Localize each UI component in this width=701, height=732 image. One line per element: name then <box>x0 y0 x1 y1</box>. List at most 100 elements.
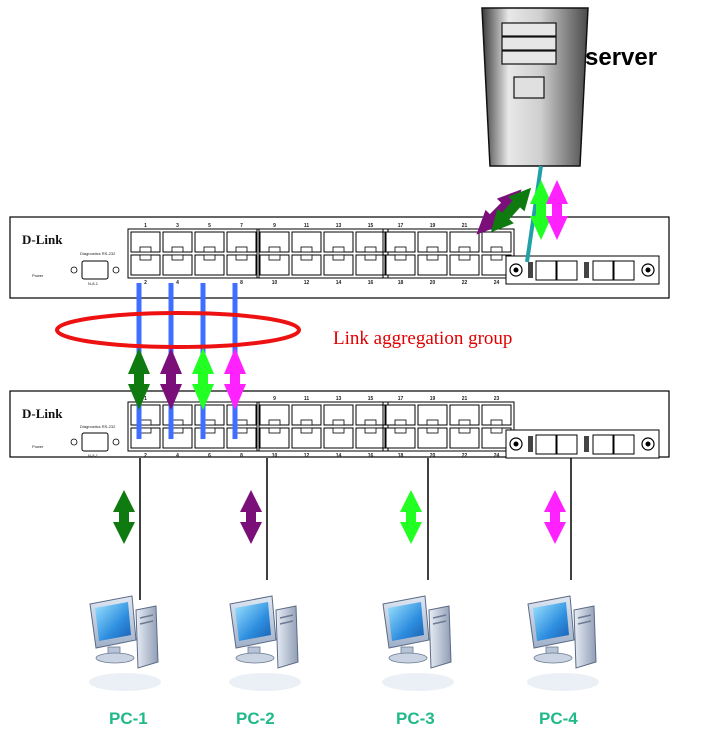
port-number-label: 18 <box>398 280 404 286</box>
ethernet-port-icon <box>385 427 416 449</box>
port-number-label: 14 <box>336 453 342 459</box>
ethernet-port-icon <box>417 231 448 253</box>
server-icon <box>481 7 589 167</box>
port-number-label: 22 <box>462 453 468 459</box>
ethernet-port-icon <box>130 404 161 426</box>
switch-top-brand: D-Link <box>22 232 63 247</box>
switch-bottom-brand: D-Link <box>22 406 63 421</box>
port-number-label: 21 <box>462 396 468 402</box>
ethernet-port-icon <box>194 427 225 449</box>
port-number-label: 12 <box>304 453 310 459</box>
switch-top-setting: N-8-1 <box>88 281 99 286</box>
ethernet-port-icon <box>130 254 161 276</box>
double-arrow-icon <box>160 348 182 410</box>
port-number-label: 16 <box>368 453 374 459</box>
switch-top-power: Power <box>32 273 44 278</box>
port-number-label: 13 <box>336 396 342 402</box>
port-number-label: 5 <box>208 223 211 229</box>
port-number-label: 7 <box>240 223 243 229</box>
port-number-label: 2 <box>144 280 147 286</box>
pc-icon <box>229 595 301 691</box>
port-number-label: 20 <box>430 453 436 459</box>
pc-arrows <box>113 490 566 544</box>
ethernet-port-icon <box>449 254 480 276</box>
ethernet-port-icon <box>323 254 354 276</box>
ethernet-port-icon <box>162 427 193 449</box>
port-number-label: 8 <box>240 280 243 286</box>
ethernet-port-icon <box>355 231 386 253</box>
double-arrow-icon <box>544 490 566 544</box>
trunk-arrows <box>128 348 246 410</box>
double-arrow-icon <box>128 348 150 410</box>
port-number-label: 6 <box>208 453 211 459</box>
ethernet-port-icon <box>323 231 354 253</box>
ethernet-port-icon <box>226 231 257 253</box>
port-number-label: 17 <box>398 223 404 229</box>
pc-icons <box>89 595 599 691</box>
port-number-label: 1 <box>144 396 147 402</box>
ethernet-port-icon <box>291 427 322 449</box>
port-number-label: 4 <box>176 280 179 286</box>
port-block <box>382 228 515 279</box>
ethernet-port-icon <box>449 404 480 426</box>
pc-icon <box>527 595 599 691</box>
ethernet-port-icon <box>194 254 225 276</box>
switch-bottom: D-Link Diagnostics RS-232 N-8-1 Power 12… <box>9 390 670 459</box>
ethernet-port-icon <box>226 427 257 449</box>
pc-label-4: PC-4 <box>539 709 578 728</box>
pc-label-3: PC-3 <box>396 709 435 728</box>
port-number-label: 18 <box>398 453 404 459</box>
port-number-label: 1 <box>144 223 147 229</box>
port-number-label: 14 <box>336 280 342 286</box>
ethernet-port-icon <box>291 231 322 253</box>
port-block <box>127 401 260 452</box>
double-arrow-icon <box>224 348 246 410</box>
ethernet-port-icon <box>355 254 386 276</box>
ethernet-port-icon <box>130 231 161 253</box>
port-number-label: 17 <box>398 396 404 402</box>
port-number-label: 9 <box>273 396 276 402</box>
port-number-label: 15 <box>368 223 374 229</box>
ethernet-port-icon <box>323 427 354 449</box>
pc-icon <box>382 595 454 691</box>
switch-top-uplink-module <box>505 255 660 285</box>
pc-icon <box>89 595 161 691</box>
port-number-label: 9 <box>273 223 276 229</box>
port-number-label: 12 <box>304 280 310 286</box>
ethernet-port-icon <box>385 254 416 276</box>
switch-bottom-power: Power <box>32 444 44 449</box>
port-number-label: 10 <box>272 280 278 286</box>
ethernet-port-icon <box>417 427 448 449</box>
ethernet-port-icon <box>481 231 512 253</box>
switch-top-diag: Diagnostics RS-232 <box>80 251 116 256</box>
aggregation-group-ellipse <box>55 311 301 349</box>
pc-label-1: PC-1 <box>109 709 148 728</box>
switch-bottom-diag: Diagnostics RS-232 <box>80 424 116 429</box>
port-number-label: 24 <box>494 453 500 459</box>
ethernet-port-icon <box>291 404 322 426</box>
aggregation-label: Link aggregation group <box>333 328 512 349</box>
ethernet-port-icon <box>481 404 512 426</box>
port-number-label: 2 <box>144 453 147 459</box>
double-arrow-icon <box>546 180 568 240</box>
port-number-label: 11 <box>304 223 310 229</box>
ethernet-port-icon <box>449 427 480 449</box>
double-arrow-icon <box>240 490 262 544</box>
pc-label-2: PC-2 <box>236 709 275 728</box>
port-number-label: 3 <box>176 223 179 229</box>
port-number-label: 20 <box>430 280 436 286</box>
switch-bottom-uplink-module <box>505 429 660 459</box>
ethernet-port-icon <box>194 231 225 253</box>
port-number-label: 24 <box>494 280 500 286</box>
console-port-icon <box>70 432 120 452</box>
ethernet-port-icon <box>162 231 193 253</box>
ethernet-port-icon <box>417 254 448 276</box>
port-number-label: 11 <box>304 396 310 402</box>
pc-cables <box>139 458 572 600</box>
ethernet-port-icon <box>162 404 193 426</box>
port-block <box>127 228 260 279</box>
double-arrow-icon <box>490 187 532 233</box>
port-number-label: 16 <box>368 280 374 286</box>
